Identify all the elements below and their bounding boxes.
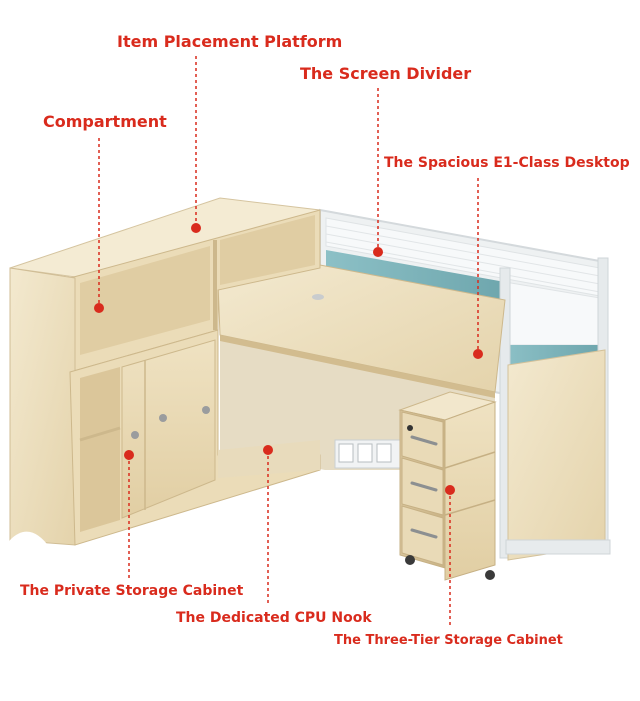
callout-dots: [94, 223, 483, 495]
power-outlets: [334, 439, 401, 469]
label-screen-divider: The Screen Divider: [300, 64, 472, 83]
hutch-cabinet: [9, 197, 321, 548]
label-three-tier-storage-cabinet: The Three-Tier Storage Cabinet: [334, 633, 563, 648]
label-compartment: Compartment: [43, 112, 167, 131]
label-private-storage-cabinet: The Private Storage Cabinet: [20, 583, 244, 599]
label-item-placement-platform: Item Placement Platform: [117, 32, 343, 51]
callout-leaders: [98, 56, 479, 628]
mobile-pedestal: [398, 391, 497, 581]
label-spacious-desktop: The Spacious E1-Class Desktop: [384, 155, 630, 171]
label-dedicated-cpu-nook: The Dedicated CPU Nook: [176, 610, 372, 626]
